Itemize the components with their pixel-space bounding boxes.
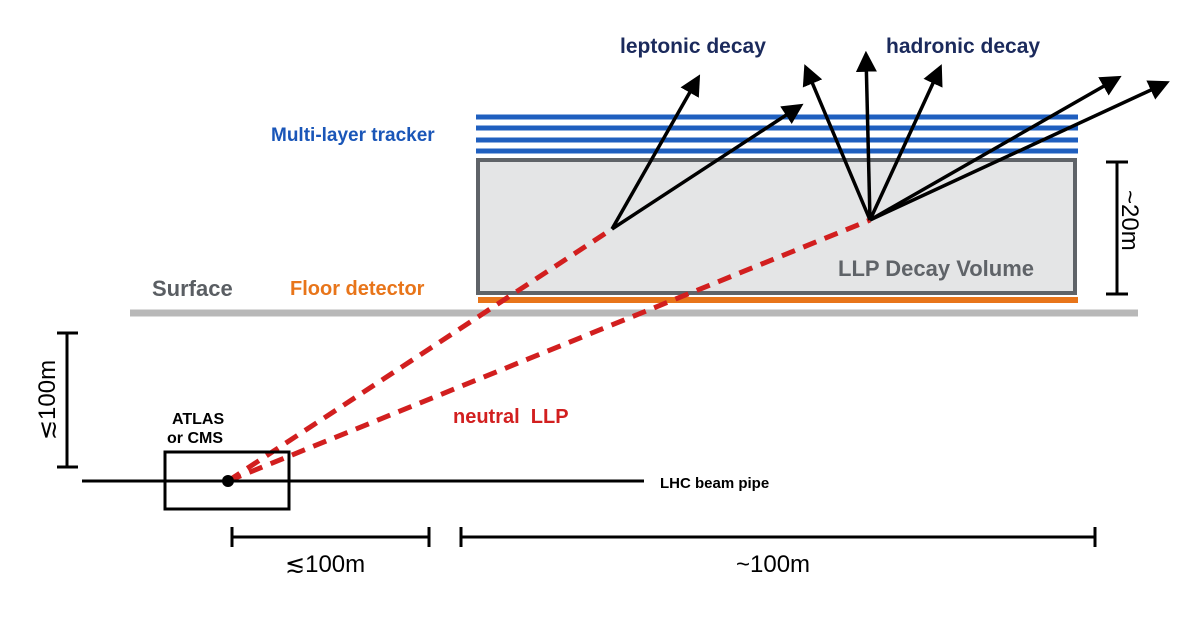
floor-detector-label: Floor detector — [290, 278, 425, 300]
far-scale-bar — [459, 527, 1097, 547]
beam-pipe-label: LHC beam pipe — [660, 475, 769, 492]
depth-scale-label: ≲100m — [34, 360, 61, 440]
decay-arrow — [610, 74, 701, 230]
height-scale-bar — [1106, 160, 1128, 296]
decay-arrow — [855, 50, 877, 221]
detector-box — [163, 450, 291, 511]
interaction-point-icon — [222, 475, 234, 487]
depth-scale-bar — [57, 331, 78, 469]
llp-trajectory-leptonic — [226, 226, 614, 484]
far-scale-label: ~100m — [736, 551, 810, 578]
decay-arrow — [611, 103, 804, 231]
surface-label: Surface — [152, 276, 233, 301]
decay-volume-box — [476, 158, 1077, 295]
hadronic-decay-label: hadronic decay — [886, 35, 1040, 58]
detector-label-line1: ATLAS — [172, 411, 224, 428]
leptonic-decay-label: leptonic decay — [620, 35, 766, 58]
decay-volume-label: LLP Decay Volume — [838, 256, 1034, 281]
detector-label-line2: or CMS — [167, 430, 223, 447]
llp-label: neutral LLP — [453, 406, 569, 428]
height-scale-label: ~20m — [1116, 190, 1143, 251]
leptonic-decay-arrows — [610, 74, 804, 231]
near-scale-bar — [230, 527, 431, 547]
decay-arrow — [869, 75, 1122, 222]
tracker-layers — [476, 114, 1078, 154]
near-scale-label: ≲100m — [285, 551, 365, 578]
llp-trajectory-hadronic — [227, 217, 871, 484]
hadronic-decay-arrows — [802, 50, 1170, 222]
decay-arrow — [802, 64, 872, 221]
tracker-label: Multi-layer tracker — [271, 125, 435, 146]
decay-arrow — [868, 64, 943, 221]
decay-arrow — [869, 80, 1170, 222]
